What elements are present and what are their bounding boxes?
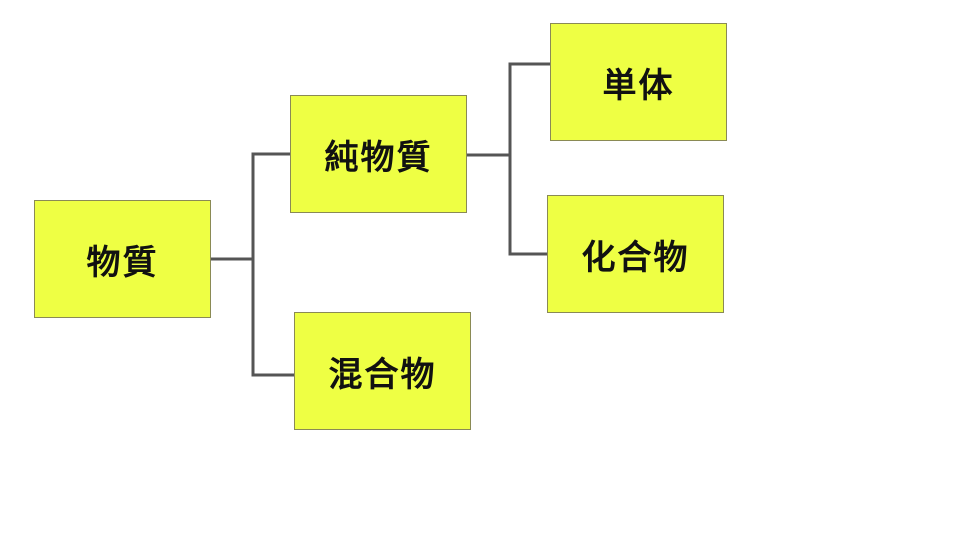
node-pure-substance-label: 純物質: [324, 137, 433, 178]
connector-pure-compound: [508, 155, 547, 256]
node-mixture-label: 混合物: [328, 354, 437, 395]
node-pure-substance: 純物質: [290, 95, 467, 213]
node-matter: 物質: [34, 200, 211, 318]
node-element: 単体: [550, 23, 727, 141]
connector-matter-mixture: [251, 259, 294, 377]
connector-matter-pure: [251, 152, 290, 259]
connector-pure-element: [508, 62, 550, 155]
node-compound: 化合物: [547, 195, 724, 313]
node-element-label: 単体: [602, 65, 675, 106]
node-matter-label: 物質: [86, 242, 159, 283]
node-compound-label: 化合物: [581, 237, 690, 278]
node-mixture: 混合物: [294, 312, 471, 430]
